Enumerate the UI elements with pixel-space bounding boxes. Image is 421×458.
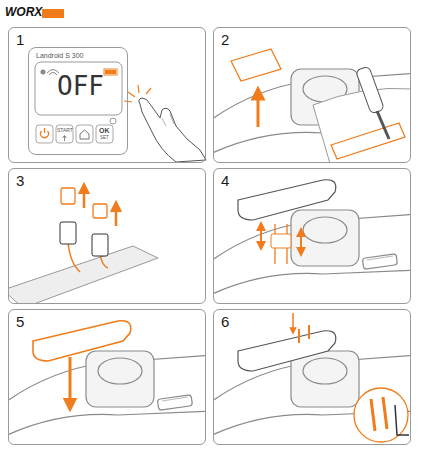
button-label-holder: OK — [99, 127, 110, 135]
step-panel: 6 — [213, 309, 411, 445]
step-number: 4 — [221, 173, 229, 190]
step-panel: 5 — [8, 309, 206, 445]
step-number: 5 — [16, 314, 24, 331]
step-number: 1 — [16, 32, 24, 49]
step-number: 6 — [221, 314, 229, 331]
step-panel: 2 — [213, 27, 411, 163]
brand-logo: WORX — [5, 6, 42, 19]
button-label: OK — [99, 127, 110, 135]
display-text: OFF — [57, 72, 104, 101]
step-panel: 3 — [8, 168, 206, 304]
step-panel: 1Landroid S 300 — [8, 27, 206, 163]
button-label-holder: SET — [100, 136, 109, 141]
model-name: Landroid S 300 — [36, 52, 83, 60]
button-label: SET — [100, 136, 109, 141]
step-panel: 4 — [213, 168, 411, 304]
button-label: START — [57, 128, 73, 134]
brand-logo-holder: WORX — [5, 6, 42, 19]
step-number: 2 — [221, 32, 229, 49]
step-number: 3 — [16, 173, 24, 190]
display-text-holder: OFF — [57, 72, 104, 101]
control-panel: Landroid S 300 — [28, 47, 128, 155]
button-label-holder: START — [57, 128, 73, 134]
